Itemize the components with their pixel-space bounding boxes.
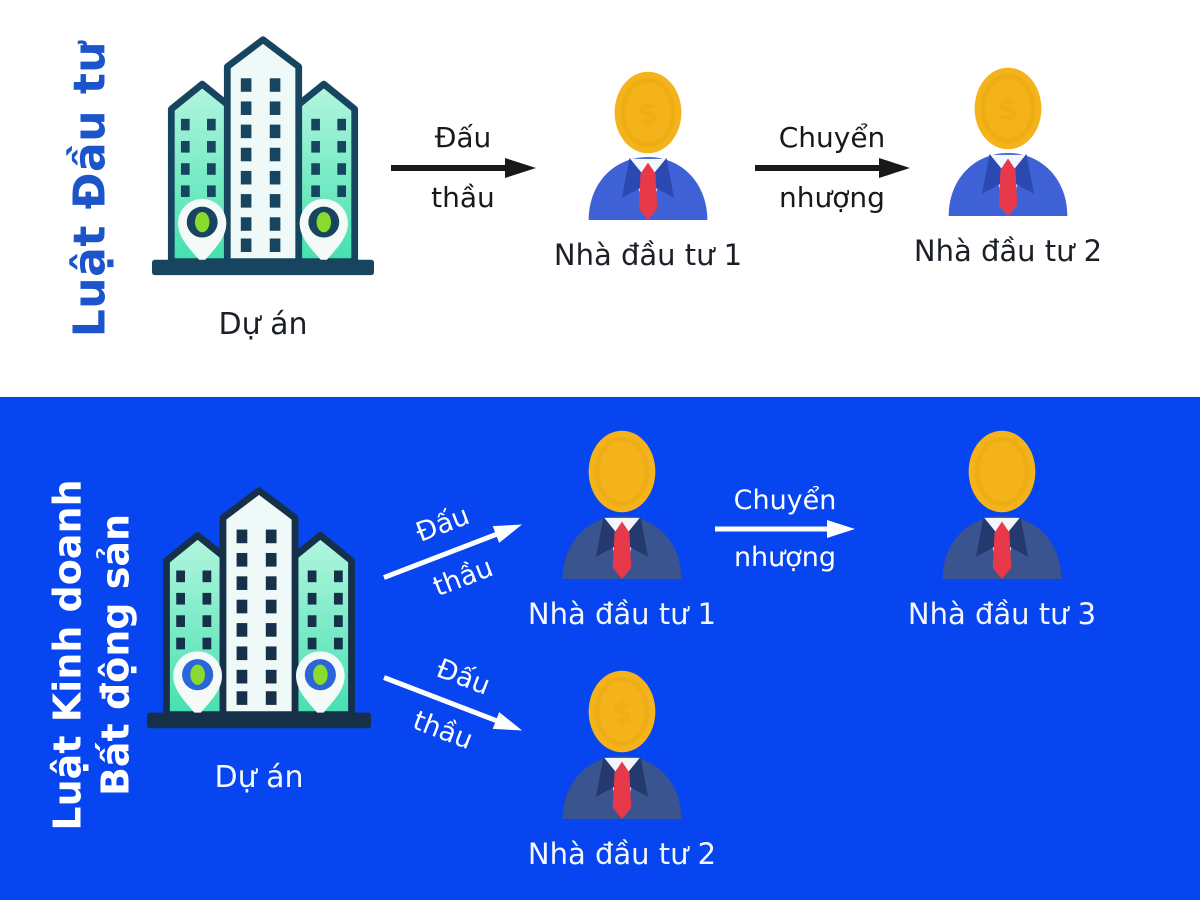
project-building-top: Dự án <box>150 26 376 342</box>
investor-2-label: Nhà đầu tư 2 <box>913 234 1103 268</box>
investor-3-label: Nhà đầu tư 3 <box>907 597 1097 631</box>
real-estate-law-title-line1: Luật Kinh doanh <box>45 479 90 831</box>
bid-arrow-group-lower: Đấu thầu <box>367 636 539 772</box>
investor-1-label: Nhà đầu tư 1 <box>527 597 717 631</box>
investor-2-label: Nhà đầu tư 2 <box>527 837 717 871</box>
investor-2-bottom: $ Nhà đầu tư 2 <box>528 667 716 871</box>
bid-arrow-group-top: Đấu thầu <box>388 121 538 215</box>
svg-text:$: $ <box>638 96 659 131</box>
investor-2-top: $ Nhà đầu tư 2 <box>914 64 1102 268</box>
transfer-arrow-group-top: Chuyển nhượng <box>752 121 912 215</box>
location-pin-icon <box>178 198 227 264</box>
bid-arrow-group-upper: Đấu thầu <box>367 483 539 619</box>
investor-coin-person-icon: $ <box>948 67 1068 216</box>
transfer-label-line2: nhượng <box>733 542 837 574</box>
investor-1-label: Nhà đầu tư 1 <box>553 238 743 272</box>
arrow-right-icon <box>715 520 855 539</box>
real-estate-law-title: Luật Kinh doanh Bất động sản <box>45 479 140 830</box>
section-real-estate-law: Luật Kinh doanh Bất động sản <box>0 397 1200 900</box>
investor-3-bottom: Nhà đầu tư 3 <box>908 427 1096 631</box>
location-pin-icon <box>299 198 348 264</box>
svg-text:$: $ <box>998 92 1019 127</box>
investor-coin-person-icon: $ <box>562 670 682 819</box>
transfer-label-line2: nhượng <box>779 181 885 215</box>
bid-label-line2: thầu <box>431 181 495 215</box>
project-label: Dự án <box>218 307 308 342</box>
investor-coin-person-icon: $ <box>588 71 708 220</box>
building-windows <box>176 529 343 705</box>
project-building-icon <box>147 487 371 729</box>
investor-coin-person-icon <box>562 430 682 579</box>
project-building-bottom: Dự án <box>146 477 372 795</box>
arrow-right-icon <box>390 158 536 179</box>
project-label: Dự án <box>214 760 304 795</box>
investor-1-bottom: Nhà đầu tư 1 <box>528 427 716 631</box>
arrow-right-icon <box>754 158 910 179</box>
section-investment-law: Luật Đầu tư <box>0 0 1200 397</box>
investor-1-top: $ Nhà đầu tư 1 <box>554 68 742 272</box>
building-windows <box>180 78 347 253</box>
bid-label-line1: Đấu <box>434 121 492 154</box>
project-building-icon <box>152 36 374 276</box>
transfer-arrow-group-bottom: Chuyển nhượng <box>710 485 860 573</box>
arrow-up-right-icon <box>383 524 523 580</box>
transfer-label-line1: Chuyển <box>733 485 837 516</box>
arrow-down-right-icon <box>383 675 523 731</box>
investment-law-title: Luật Đầu tư <box>64 40 116 338</box>
real-estate-law-title-line2: Bất động sản <box>93 513 137 797</box>
location-pin-icon <box>173 651 222 717</box>
svg-text:$: $ <box>612 695 633 730</box>
location-pin-icon <box>296 651 345 717</box>
transfer-label-line1: Chuyển <box>778 121 886 154</box>
investor-coin-person-icon <box>942 430 1062 579</box>
